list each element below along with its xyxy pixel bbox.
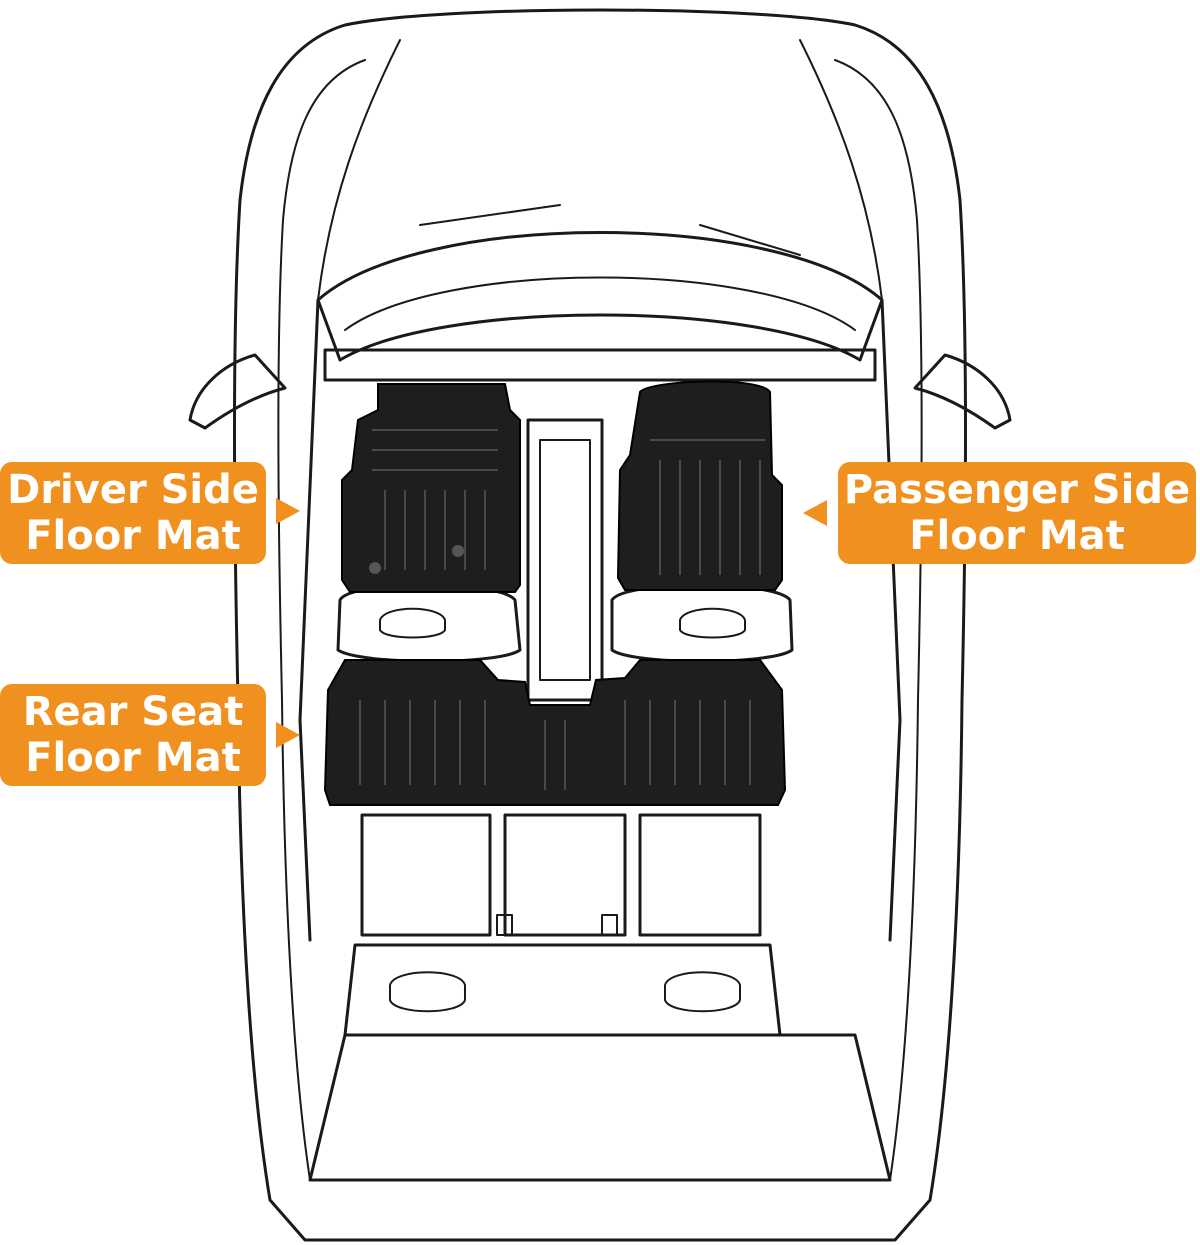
front-seat-left	[336, 583, 522, 663]
rear-seat-label: Rear Seat Floor Mat	[0, 684, 266, 786]
center-console-inner	[539, 439, 591, 681]
passenger-side-floor-mat	[616, 380, 783, 591]
mirror-right	[913, 353, 1012, 430]
windshield-inner	[344, 276, 856, 331]
driver-side-pointer	[276, 498, 300, 524]
seat-headrest-left	[379, 607, 446, 639]
rear-headrest-left	[389, 971, 466, 1013]
rear-seat-floor-mat	[323, 659, 787, 806]
car-inner-outline	[277, 59, 923, 1181]
driver-mat-texture	[372, 429, 498, 570]
dashboard	[323, 348, 877, 382]
seat-buckle-right	[601, 914, 618, 936]
rear-seat-label-line1: Rear Seat	[22, 689, 244, 735]
driver-side-label-line1: Driver Side	[7, 467, 259, 513]
driver-mat-shape	[341, 383, 521, 593]
windshield	[316, 231, 884, 362]
floor-mats	[323, 380, 787, 806]
hood-line-right	[799, 39, 883, 301]
b-pillar-right	[888, 718, 902, 942]
rear-mat-texture	[359, 700, 751, 790]
driver-mat-anchor-right	[452, 545, 464, 557]
passenger-side-label-line2: Floor Mat	[909, 513, 1125, 559]
passenger-mat-texture	[650, 439, 765, 575]
passenger-side-label: Passenger Side Floor Mat	[838, 462, 1196, 564]
hood-line-left	[317, 39, 401, 301]
seat-buckle-left	[496, 914, 513, 936]
mirror-left	[188, 353, 287, 430]
rear-deck	[308, 1033, 892, 1182]
rear-seat-left	[360, 813, 492, 937]
car-body-outline	[233, 8, 967, 1242]
rear-seat-middle	[503, 813, 627, 937]
rear-seat-label-line2: Floor Mat	[25, 735, 241, 781]
b-pillar-left	[298, 718, 312, 942]
driver-side-label-line2: Floor Mat	[25, 513, 241, 559]
driver-side-label: Driver Side Floor Mat	[0, 462, 266, 564]
a-pillar-left	[298, 298, 320, 722]
driver-side-floor-mat	[341, 383, 521, 593]
rear-seatback	[343, 943, 782, 1037]
rear-seat-right	[638, 813, 762, 937]
driver-mat-anchor-left	[369, 562, 381, 574]
wiper-right	[699, 224, 801, 256]
wiper-left	[419, 204, 561, 226]
passenger-side-label-line1: Passenger Side	[843, 467, 1191, 513]
car-outline	[188, 8, 1012, 1242]
rear-headrest-right	[664, 971, 741, 1013]
rear-mat-shape	[323, 659, 787, 806]
seat-headrest-right	[679, 607, 746, 639]
passenger-side-pointer	[803, 500, 827, 526]
rear-seat-pointer	[276, 722, 300, 748]
front-seat-right	[610, 583, 794, 663]
